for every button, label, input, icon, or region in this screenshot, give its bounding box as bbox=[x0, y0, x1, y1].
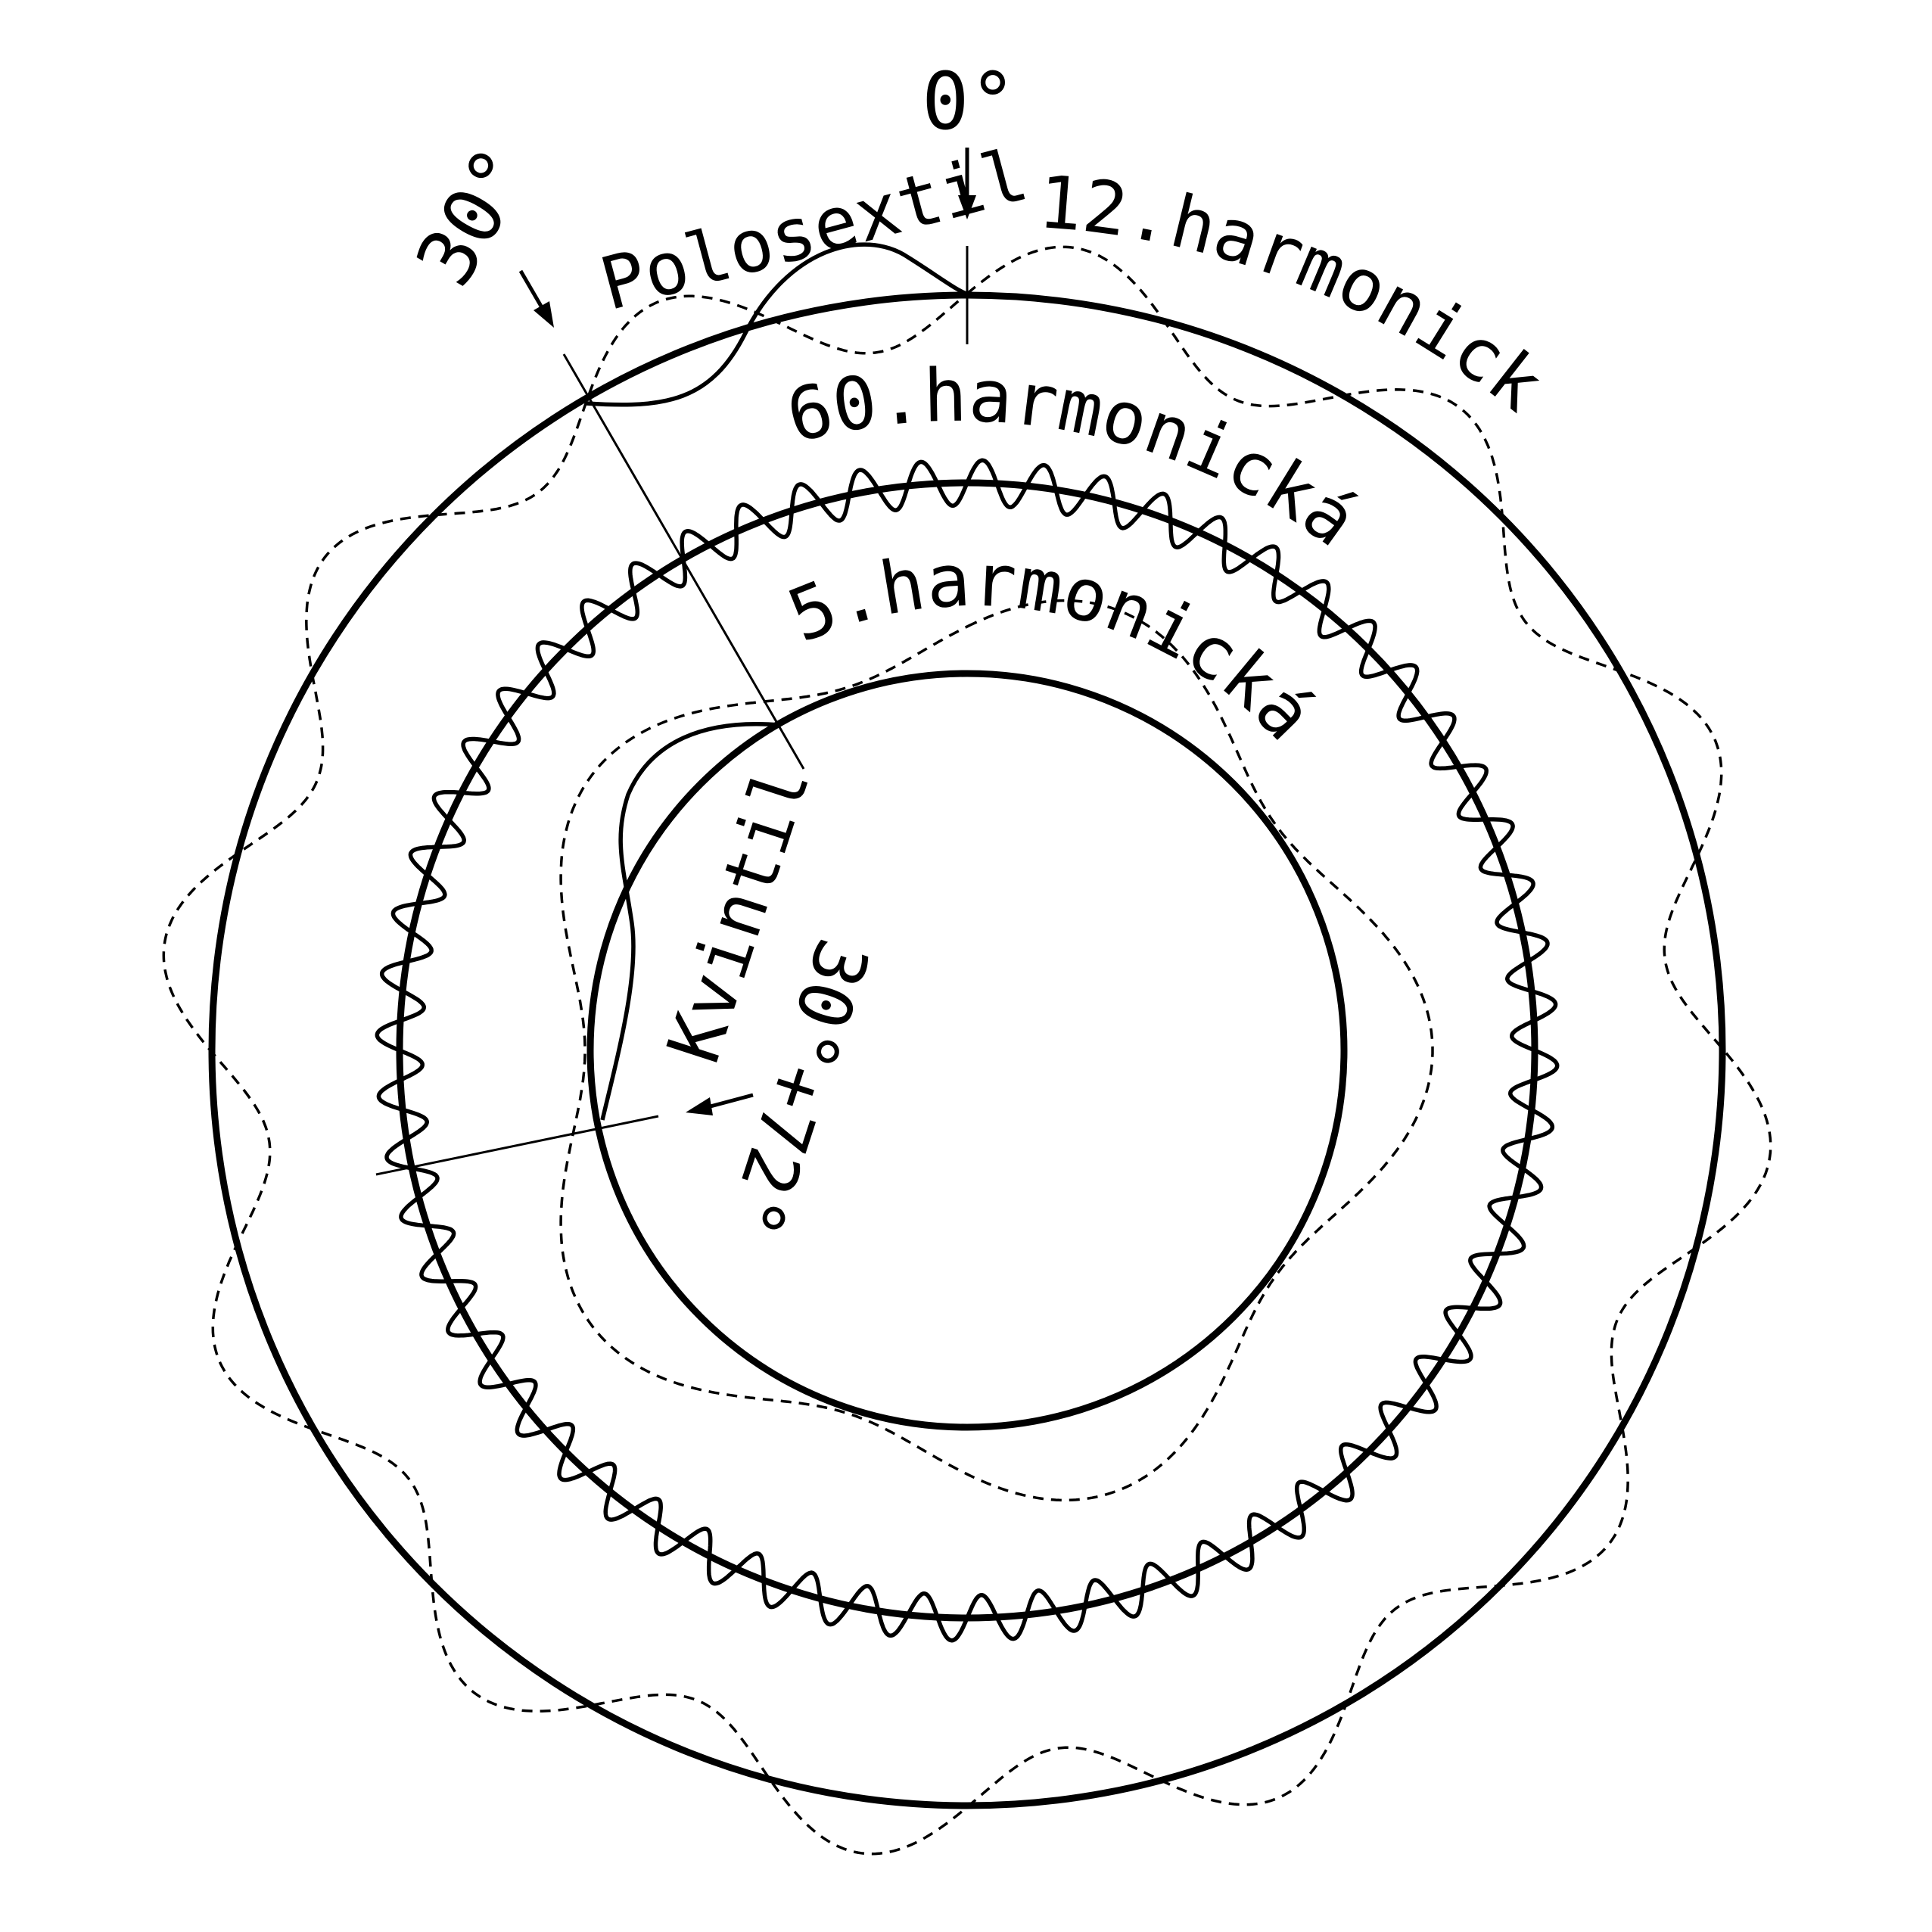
middle-ring bbox=[396, 479, 1538, 1622]
thirty-arrow bbox=[518, 269, 554, 328]
harmonic-5-wave bbox=[559, 599, 1434, 1502]
thirty-degree-label: 30° bbox=[398, 132, 549, 301]
harmonic-5-label: 5.harmonická bbox=[777, 537, 1330, 756]
harmonic-60-wave bbox=[375, 458, 1560, 1643]
outer-ring bbox=[208, 291, 1726, 1809]
semisextile-bump bbox=[586, 242, 971, 407]
quintile-arrow bbox=[686, 1093, 754, 1115]
harmonic-12-wave bbox=[162, 245, 1772, 1856]
quintile-bump bbox=[600, 722, 780, 1121]
zero-degree-label: 0° bbox=[922, 55, 1016, 148]
harmonic-60-label: 60.harmonická bbox=[779, 353, 1372, 563]
inner-ring bbox=[586, 670, 1348, 1431]
thirty-marker-line bbox=[562, 353, 805, 770]
quintile-marker-line bbox=[375, 1115, 659, 1176]
zero-arrow bbox=[958, 148, 976, 219]
